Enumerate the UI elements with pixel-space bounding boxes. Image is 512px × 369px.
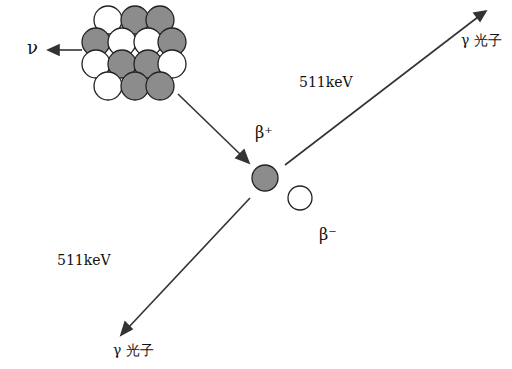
energy-label: 511keV — [298, 74, 354, 90]
electron-label: β⁻ — [318, 226, 338, 244]
positron-label: β⁺ — [254, 124, 274, 142]
neutrino-label: ν — [26, 38, 39, 59]
photon-label: γ 光子 — [112, 342, 155, 358]
energy-label: 511keV — [56, 252, 112, 268]
photon-label: γ 光子 — [460, 32, 503, 48]
